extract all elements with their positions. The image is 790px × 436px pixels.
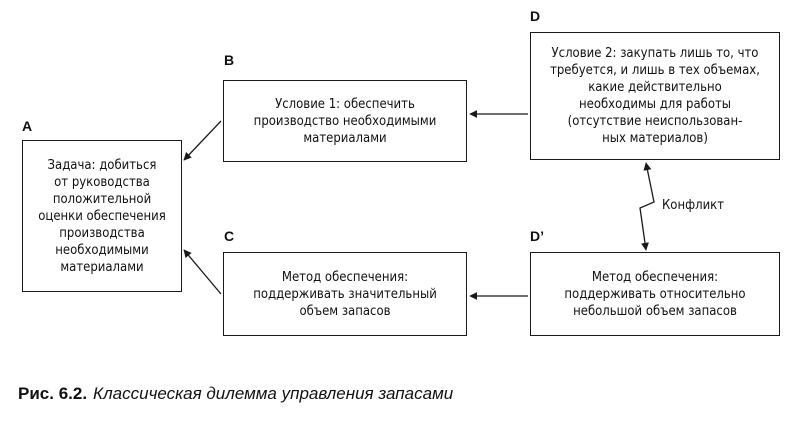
node-c-method: Метод обеспечения: поддерживать значител… bbox=[223, 252, 467, 336]
node-b-letter: B bbox=[224, 52, 235, 68]
node-b-condition: Условие 1: обеспечить производство необх… bbox=[223, 80, 467, 162]
figure-caption-text: Классическая дилемма управления запасами bbox=[93, 384, 454, 403]
conflict-label: Конфликт bbox=[660, 198, 727, 213]
node-a-objective: Задача: добиться от руководства положите… bbox=[22, 140, 182, 292]
node-d-condition: Условие 2: закупать лишь то, что требует… bbox=[530, 32, 780, 160]
node-c-letter: C bbox=[224, 228, 235, 244]
arrow-b-to-a bbox=[183, 120, 222, 161]
node-d-prime-method: Метод обеспечения: поддерживать относите… bbox=[530, 252, 780, 336]
conflict-zigzag-arrow bbox=[639, 162, 655, 251]
arrow-c-to-a bbox=[183, 249, 222, 295]
figure-number: Рис. 6.2. bbox=[18, 384, 88, 403]
node-d-prime-letter: D’ bbox=[530, 228, 544, 244]
figure-caption: Рис. 6.2. Классическая дилемма управления… bbox=[18, 384, 453, 404]
node-d-letter: D bbox=[530, 8, 541, 24]
node-a-letter: A bbox=[22, 118, 33, 134]
